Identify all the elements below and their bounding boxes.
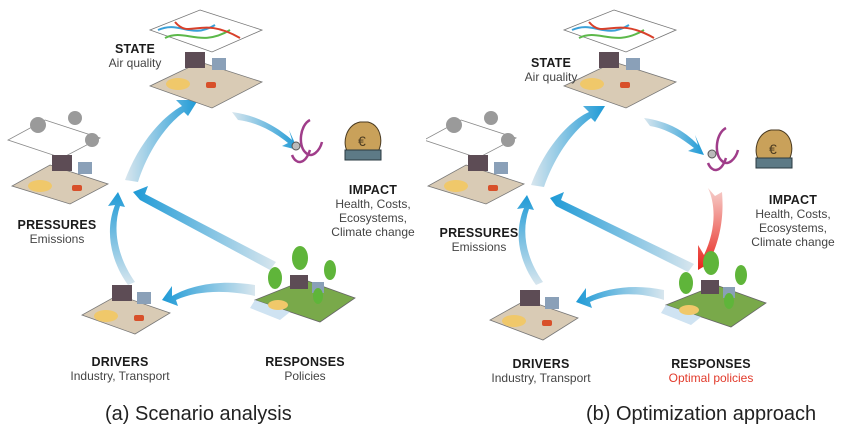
drivers-illustration (81, 285, 171, 335)
svg-text:€: € (358, 133, 366, 149)
state-title: STATE (530, 56, 572, 70)
node-pressures: PRESSURES Emissions (434, 226, 524, 254)
caption-b: (b) Optimization approach (586, 403, 817, 425)
node-impact: IMPACT Health, Costs, Ecosystems, Climat… (320, 183, 426, 239)
impact-illustration: € (706, 126, 793, 172)
responses-subtitle: Policies (284, 369, 326, 383)
state-title: STATE (114, 42, 156, 56)
pressures-title: PRESSURES (17, 218, 97, 232)
pressures-illustration (426, 111, 526, 205)
node-impact: IMPACT Health, Costs, Ecosystems, Climat… (738, 193, 848, 249)
pressures-title: PRESSURES (439, 226, 519, 240)
state-subtitle: Air quality (524, 70, 578, 84)
arrow-state-to-impact (232, 112, 298, 150)
arrow-pressures-to-state (125, 100, 198, 182)
caption-a: (a) Scenario analysis (105, 403, 292, 425)
impact-title: IMPACT (768, 193, 818, 207)
drivers-title: DRIVERS (512, 357, 570, 371)
node-state: STATE Air quality (511, 56, 591, 84)
stethoscope-icon (290, 118, 324, 164)
responses-illustration (661, 251, 767, 328)
arrow-drivers-to-pressures (108, 192, 135, 285)
arrow-responses-to-pressures (550, 192, 694, 272)
node-state: STATE Air quality (95, 42, 175, 70)
impact-title: IMPACT (348, 183, 398, 197)
drivers-title: DRIVERS (91, 355, 149, 369)
impact-subtitle-line: Health, Costs, (335, 197, 411, 211)
arrow-impact-to-responses (698, 188, 723, 270)
drivers-subtitle: Industry, Transport (70, 369, 170, 383)
arrow-drivers-to-pressures (517, 195, 543, 285)
impact-subtitle-line: Health, Costs, (755, 207, 831, 221)
pressures-illustration (6, 111, 110, 205)
cash-icon (755, 157, 793, 169)
responses-title: RESPONSES (671, 357, 751, 371)
arrow-responses-to-drivers (576, 286, 664, 308)
impact-subtitle-line: Ecosystems, (758, 221, 827, 235)
pressures-subtitle: Emissions (29, 232, 85, 246)
state-subtitle: Air quality (108, 56, 162, 70)
panel-scenario-analysis: € (6, 9, 426, 425)
impact-subtitle-line: Climate change (331, 225, 415, 239)
node-drivers: DRIVERS Industry, Transport (60, 355, 180, 383)
impact-subtitle-line: Climate change (751, 235, 835, 249)
state-illustration (148, 9, 264, 109)
diagram-art: € (6, 9, 382, 335)
arrow-responses-to-drivers (162, 282, 255, 306)
node-responses: RESPONSES Policies (250, 355, 360, 383)
diagram-art: € (426, 9, 793, 341)
svg-text:€: € (769, 141, 777, 157)
responses-subtitle: Optimal policies (668, 371, 754, 385)
arrow-pressures-to-state (531, 106, 605, 187)
arrow-state-to-impact (644, 118, 704, 155)
impact-subtitle-line: Ecosystems, (338, 211, 407, 225)
impact-illustration: € (290, 118, 382, 164)
cash-icon (344, 149, 382, 161)
node-pressures: PRESSURES Emissions (12, 218, 102, 246)
node-responses: RESPONSES Optimal policies (656, 357, 766, 385)
panel-optimization-approach: € (426, 0, 852, 435)
responses-title: RESPONSES (265, 355, 345, 369)
drivers-subtitle: Industry, Transport (491, 371, 591, 385)
arrow-responses-to-pressures (133, 186, 276, 270)
stethoscope-icon (706, 126, 740, 172)
drivers-illustration (489, 290, 579, 341)
node-drivers: DRIVERS Industry, Transport (481, 357, 601, 385)
responses-illustration (250, 246, 356, 323)
state-illustration (562, 9, 678, 109)
pressures-subtitle: Emissions (451, 240, 507, 254)
